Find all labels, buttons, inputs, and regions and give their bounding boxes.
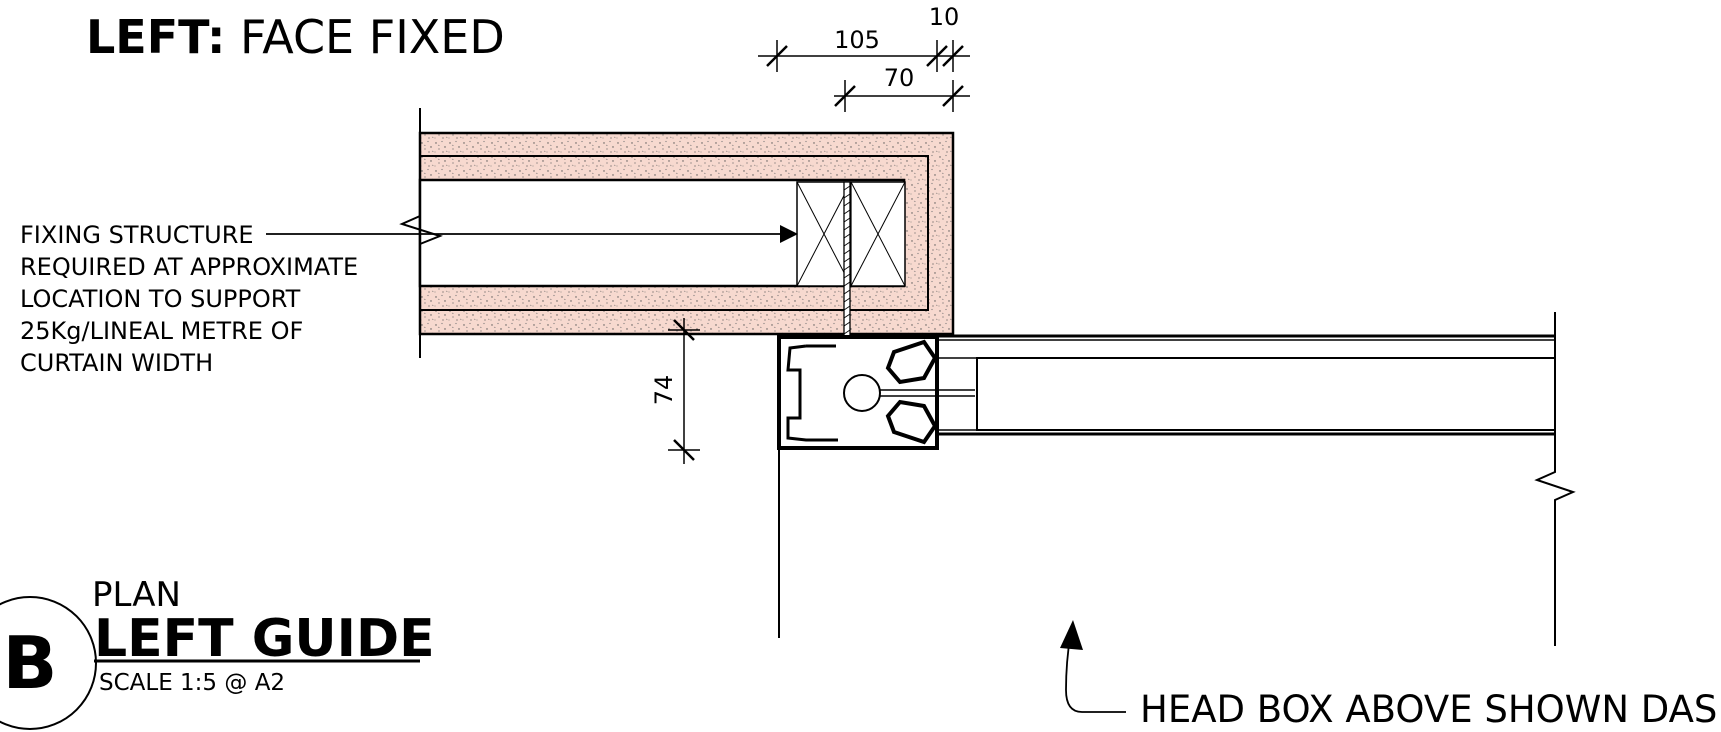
fixing-note-line-2: REQUIRED AT APPROXIMATE (20, 253, 358, 281)
right-break-line (1534, 312, 1576, 646)
headbox-note-text: HEAD BOX ABOVE SHOWN DASHED (1140, 688, 1721, 731)
fixing-leader (266, 225, 798, 243)
dimension-74: 74 (650, 318, 700, 464)
timber-blocking (796, 181, 906, 287)
fixing-note: FIXING STRUCTURE REQUIRED AT APPROXIMATE… (20, 221, 358, 377)
heading-rest: FACE FIXED (225, 10, 504, 64)
headbox-note: HEAD BOX ABOVE SHOWN DASHED (1060, 620, 1721, 731)
title-scale: SCALE 1:5 @ A2 (99, 670, 285, 696)
dim-label-70: 70 (884, 64, 915, 92)
dimension-105: 105 10 (758, 3, 970, 72)
curtain-panel (976, 357, 1556, 431)
dim-label-74: 74 (650, 375, 678, 406)
title-name: LEFT GUIDE (94, 609, 435, 669)
seal-lower (885, 399, 938, 445)
fixing-note-line-5: CURTAIN WIDTH (20, 349, 213, 377)
fixing-note-line-4: 25Kg/LINEAL METRE OF (20, 317, 303, 345)
wall-board-inner-line (420, 155, 929, 311)
dimension-70: 70 (834, 64, 970, 112)
fixing-note-line-3: LOCATION TO SUPPORT (20, 285, 301, 313)
heading-bold: LEFT: (86, 10, 225, 64)
dim-label-105: 105 (834, 26, 880, 54)
drawing-heading: LEFT: FACE FIXED (86, 10, 505, 64)
wall-break-line (399, 108, 443, 358)
head-box-rails (937, 312, 1576, 646)
wall-section (399, 108, 955, 358)
dim-label-10: 10 (929, 3, 960, 31)
guide-channel (777, 335, 975, 638)
title-badge-letter: B (3, 621, 58, 705)
headbox-arrow-icon (1060, 620, 1083, 650)
title-kind: PLAN (92, 575, 181, 615)
title-badge-circle (0, 596, 97, 730)
fixing-note-line-1: FIXING STRUCTURE (20, 221, 254, 249)
title-block: B PLAN LEFT GUIDE SCALE 1:5 @ A2 (0, 575, 435, 730)
fixing-screw (843, 181, 851, 338)
seal-upper (885, 339, 938, 385)
